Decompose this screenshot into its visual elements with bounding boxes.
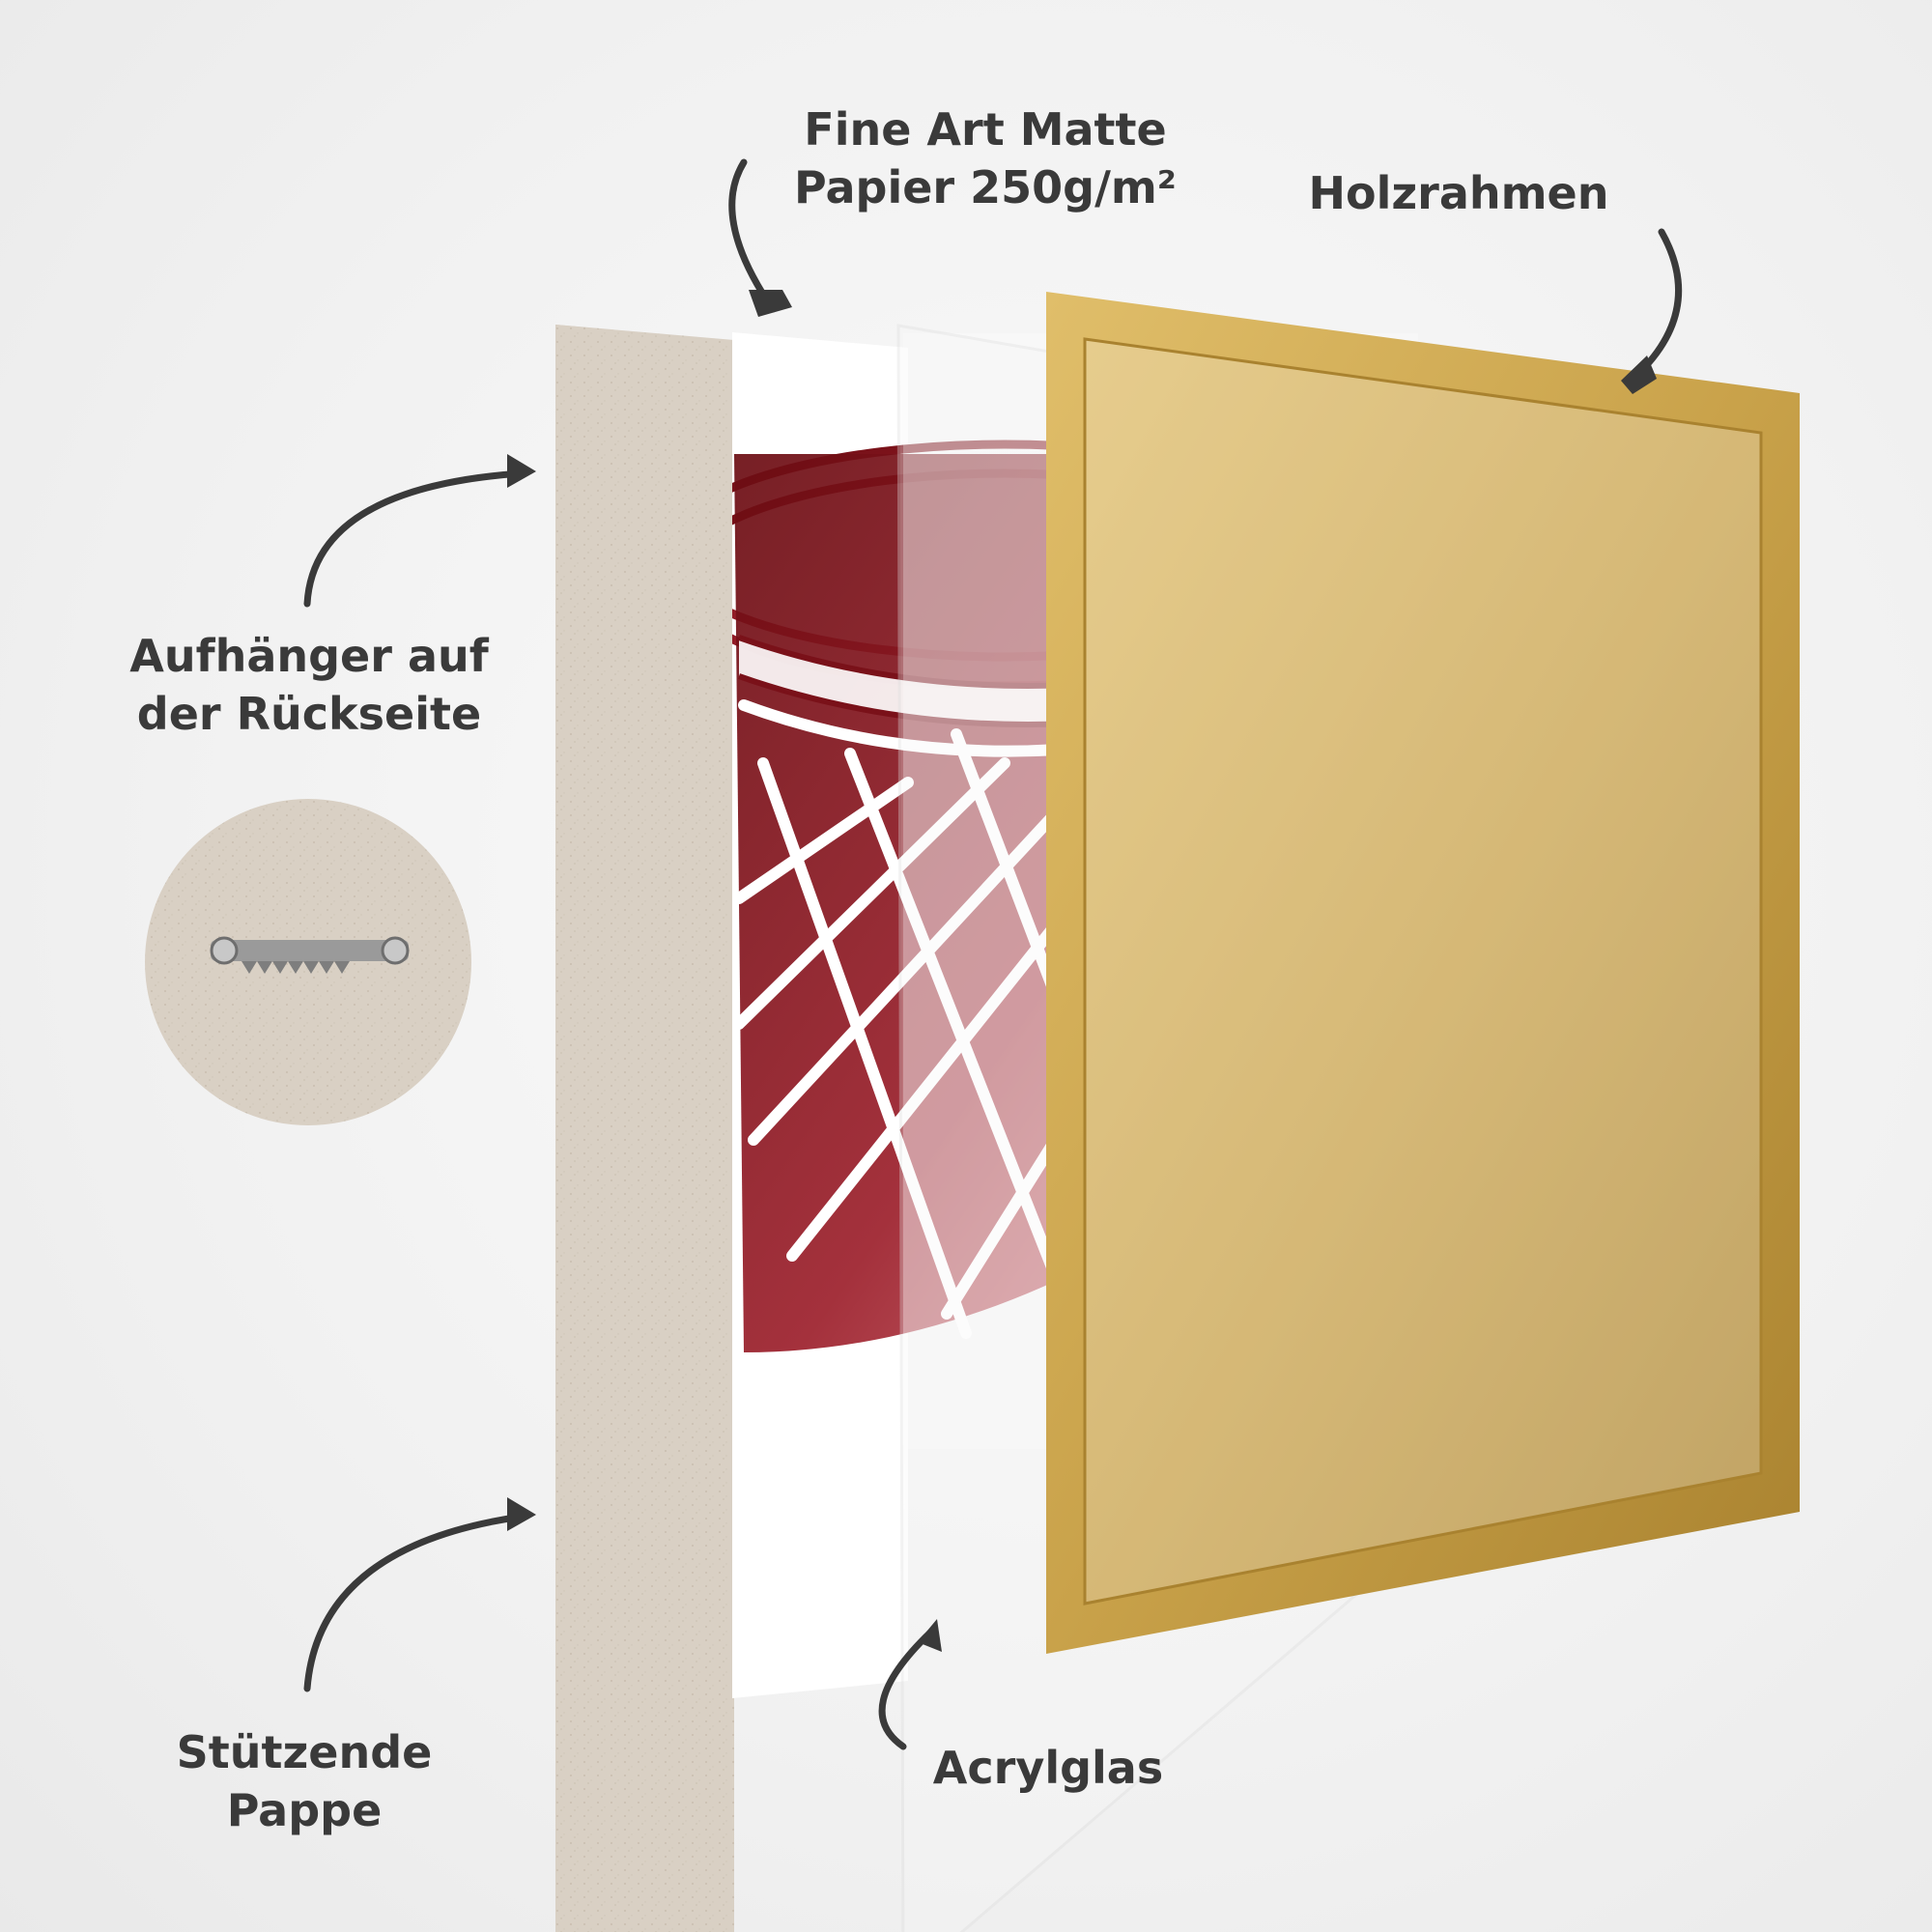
arrowhead-backing — [507, 1497, 536, 1531]
arrow-frame — [1634, 228, 1682, 379]
arrow-acrylic — [878, 1629, 934, 1750]
arrow-backing — [303, 1513, 526, 1692]
sawtooth-hanger-icon — [210, 936, 410, 974]
label-backing-board: Stützende Pappe — [135, 1723, 473, 1839]
label-hanger-line2: der Rückseite — [136, 688, 482, 740]
arrowhead-hanger — [507, 454, 536, 488]
label-wooden-frame: Holzrahmen — [1294, 164, 1623, 222]
arrow-hanger — [303, 469, 526, 608]
artwork-through-frame — [1085, 339, 1418, 1449]
label-wooden-frame-line1: Holzrahmen — [1308, 167, 1609, 219]
label-fine-art-paper-line2: Papier 250g/m² — [794, 161, 1177, 213]
arrowhead-paper — [749, 290, 792, 317]
label-fine-art-paper-line1: Fine Art Matte — [804, 103, 1167, 156]
arrowhead-frame — [1621, 355, 1657, 394]
label-acrylic-glass-line1: Acrylglas — [932, 1742, 1164, 1794]
hanger-detail-circle — [145, 799, 471, 1125]
arrowhead-acrylic — [918, 1619, 942, 1652]
label-acrylic-glass: Acrylglas — [908, 1739, 1188, 1797]
label-backing-board-line1: Stützende — [176, 1726, 433, 1778]
wooden-frame — [1046, 292, 1800, 1654]
label-fine-art-paper: Fine Art Matte Papier 250g/m² — [763, 100, 1208, 216]
arrow-paper — [728, 158, 777, 313]
backing-board-panel — [555, 325, 734, 1714]
label-hanger-line1: Aufhänger auf — [129, 630, 489, 682]
label-hanger: Aufhänger auf der Rückseite — [97, 627, 522, 743]
label-backing-board-line2: Pappe — [226, 1784, 383, 1836]
